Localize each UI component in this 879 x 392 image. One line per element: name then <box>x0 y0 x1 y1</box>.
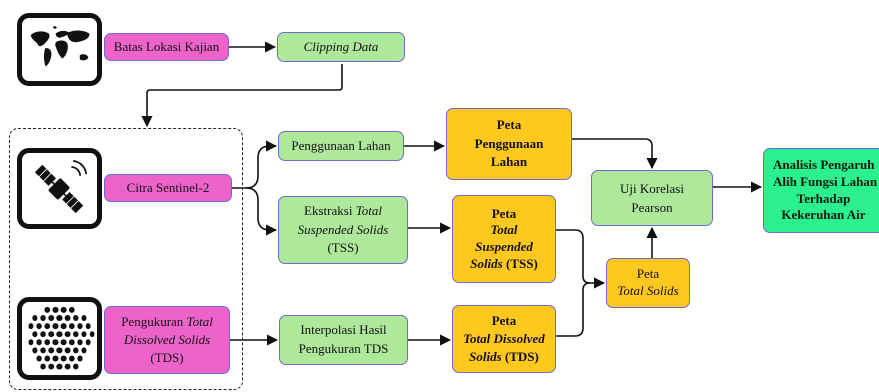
sample-dots-icon <box>17 297 102 380</box>
node-citra-sentinel-2: Citra Sentinel-2 <box>104 174 232 202</box>
input-data-group <box>9 128 243 390</box>
edge-petatds-to-totalsolids <box>556 282 591 337</box>
node-analisis-pengaruh: Analisis Pengaruh Alih Fungsi Lahan Terh… <box>763 148 879 233</box>
node-clipping-data: Clipping Data <box>277 32 405 62</box>
node-peta-penggunaan-lahan: Peta Penggunaan Lahan <box>446 108 572 180</box>
edge-petapenggunaan-to-uji <box>572 138 658 170</box>
edge-clipping-to-citra <box>141 64 343 128</box>
node-uji-korelasi-pearson: Uji Korelasi Pearson <box>591 170 713 226</box>
edge-petatss-to-totalsolids <box>556 229 606 289</box>
satellite-icon <box>17 148 102 229</box>
edge-citra-to-penggunaan <box>232 140 278 189</box>
node-interpolasi-hasil: Interpolasi Hasil Pengukuran TDS <box>279 315 408 365</box>
world-map-icon <box>17 13 102 86</box>
node-peta-tds: Peta Total Dissolved Solids (TDS) <box>452 305 556 373</box>
node-pengukuran-tds: Pengukuran Total Dissolved Solids (TDS) <box>104 306 230 374</box>
node-peta-total-solids: Peta Total Solids <box>606 258 690 308</box>
node-peta-tss: Peta Total Suspended Solids (TSS) <box>452 195 556 283</box>
node-batas-lokasi-kajian: Batas Lokasi Kajian <box>104 33 229 61</box>
edge-citra-to-ekstraksi <box>245 187 278 236</box>
node-ekstraksi-tss: Ekstraksi Total Suspended Solids (TSS) <box>278 196 408 264</box>
node-penggunaan-lahan: Penggunaan Lahan <box>278 131 404 161</box>
